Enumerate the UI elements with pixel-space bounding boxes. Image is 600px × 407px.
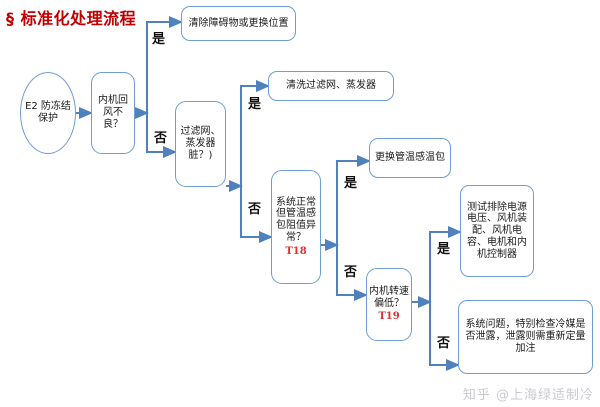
node-action-clean-filter-label: 清洗过滤网、蒸发器 <box>286 80 376 92</box>
watermark: 知乎 @上海绿适制冷 <box>462 388 594 403</box>
node-action-replace-sensor-label: 更换管温感温包 <box>375 152 445 164</box>
node-action-clear-obstruction-label: 清除障碍物或更换位置 <box>188 17 289 29</box>
edge-label-d1-no: 否 <box>154 131 168 146</box>
edge-d4-no <box>429 302 460 371</box>
edge-label-d4-no: 否 <box>437 336 451 351</box>
edge-label-d1-yes: 是 <box>152 32 166 47</box>
edge-d1-yes <box>146 16 183 113</box>
node-decision-sensor-resistance-label: 系统正常但管温感包阻值异常？ <box>276 196 316 243</box>
edge-d3-yes <box>336 155 371 245</box>
node-action-clear-obstruction[interactable]: 清除障碍物或更换位置 <box>181 6 296 41</box>
node-decision-fan-speed-low-label: 内机转速偏低？ <box>369 285 409 309</box>
edge-label-d4-yes: 是 <box>437 242 451 257</box>
node-action-system-refrigerant[interactable]: 系统问题，特别检查冷媒是否泄露，泄露则需重新定量加注 <box>458 300 593 374</box>
node-decision-sensor-resistance-tag: T18 <box>285 245 307 257</box>
edge-label-d3-yes: 是 <box>344 176 358 191</box>
node-decision-filter-dirty[interactable]: 过滤网、蒸发器脏？) <box>175 101 226 187</box>
node-decision-fan-speed-low-tag: T19 <box>378 311 400 323</box>
node-action-system-refrigerant-label: 系统问题，特别检查冷媒是否泄露，泄露则需重新定量加注 <box>465 319 586 354</box>
node-start-label: E2 防冻结保护 <box>25 101 71 124</box>
node-start[interactable]: E2 防冻结保护 <box>20 72 76 154</box>
edge-d3-no <box>336 245 368 301</box>
node-action-test-electrical-label: 测试排除电源电压、风机装配、风机电容、电机和内机控制器 <box>467 201 527 260</box>
edge-label-d2-yes: 是 <box>248 97 262 112</box>
edge-d2-no <box>240 186 273 243</box>
edge-d2-yes <box>240 80 270 186</box>
edge-d1-no <box>146 113 177 158</box>
node-action-clean-filter[interactable]: 清洗过滤网、蒸发器 <box>268 71 394 101</box>
node-decision-fan-speed-low[interactable]: 内机转速偏低？ T19 <box>366 268 412 341</box>
page-title: § 标准化处理流程 <box>6 9 137 28</box>
node-decision-return-air[interactable]: 内机回风不良？ <box>91 72 135 154</box>
node-action-replace-sensor[interactable]: 更换管温感温包 <box>369 138 451 178</box>
node-decision-sensor-resistance[interactable]: 系统正常但管温感包阻值异常？ T18 <box>271 170 321 284</box>
edge-label-d2-no: 否 <box>248 202 262 217</box>
edge-d4-yes <box>429 226 462 302</box>
node-action-test-electrical[interactable]: 测试排除电源电压、风机装配、风机电容、电机和内机控制器 <box>460 185 534 277</box>
edge-label-d3-no: 否 <box>344 265 358 280</box>
node-decision-filter-dirty-label: 过滤网、蒸发器脏？) <box>180 126 221 161</box>
node-decision-return-air-label: 内机回风不良？ <box>98 95 128 130</box>
